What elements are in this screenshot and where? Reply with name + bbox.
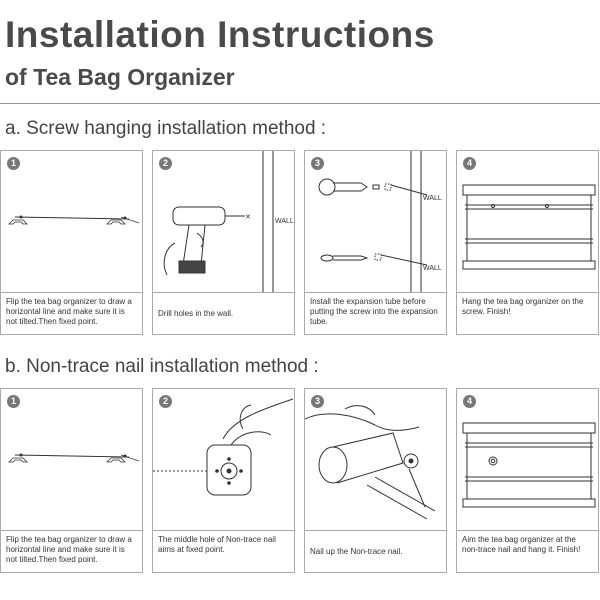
step-caption: Flip the tea bag organizer to draw a hor… [1, 292, 142, 334]
step-b2-illustration: 2 [153, 389, 294, 530]
section-b-heading: b. Non-trace nail installation method : [5, 356, 319, 377]
step-a3-panel: 3 WALL WALL Install the expansion tube b… [304, 150, 447, 335]
step-b4-panel: 4 Aim the tea bag organizer at the non-t… [456, 388, 599, 573]
step-caption: Aim the tea bag organizer at the non-tra… [457, 530, 598, 572]
wall-label-bottom: WALL [423, 265, 442, 272]
step-number-badge: 3 [311, 157, 324, 170]
wall-label-top: WALL [423, 195, 442, 202]
page-subtitle: of Tea Bag Organizer [5, 64, 235, 90]
step-a4-panel: 4 Hang the tea bag organizer on the scre… [456, 150, 599, 335]
step-a1-illustration: 1 [1, 151, 142, 292]
step-b3-panel: 3 Nail up the Non-trace nail. [304, 388, 447, 573]
step-number-badge: 2 [159, 157, 172, 170]
step-b1-illustration: 1 [1, 389, 142, 530]
step-number-badge: 1 [7, 157, 20, 170]
step-a2-illustration: 2 ✕ WALL [153, 151, 294, 292]
step-caption: Hang the tea bag organizer on the screw.… [457, 292, 598, 334]
wall-label: WALL [275, 218, 294, 225]
step-b4-illustration: 4 [457, 389, 598, 530]
page-title: Installation Instructions [5, 14, 435, 55]
step-a2-panel: 2 ✕ WALL Drill holes in the wall. [152, 150, 295, 335]
step-b2-panel: 2 The middle hole of Non-trace nail aims… [152, 388, 295, 573]
step-number-badge: 4 [463, 395, 476, 408]
step-a3-illustration: 3 WALL WALL [305, 151, 446, 292]
step-number-badge: 4 [463, 157, 476, 170]
step-caption: Drill holes in the wall. [153, 292, 294, 334]
step-caption: Nail up the Non-trace nail. [305, 530, 446, 572]
title-divider [0, 103, 600, 104]
step-caption: Flip the tea bag organizer to draw a hor… [1, 530, 142, 572]
step-a4-illustration: 4 [457, 151, 598, 292]
svg-text:✕: ✕ [245, 214, 251, 221]
step-number-badge: 1 [7, 395, 20, 408]
step-number-badge: 3 [311, 395, 324, 408]
step-number-badge: 2 [159, 395, 172, 408]
step-b3-illustration: 3 [305, 389, 446, 530]
step-b1-panel: 1 Flip the tea bag organizer to draw a h… [0, 388, 143, 573]
step-caption: Install the expansion tube before puttin… [305, 292, 446, 334]
step-caption: The middle hole of Non-trace nail aims a… [153, 530, 294, 572]
section-a-heading: a. Screw hanging installation method : [5, 118, 327, 139]
step-a1-panel: 1 Flip the tea bag organizer to draw a h… [0, 150, 143, 335]
